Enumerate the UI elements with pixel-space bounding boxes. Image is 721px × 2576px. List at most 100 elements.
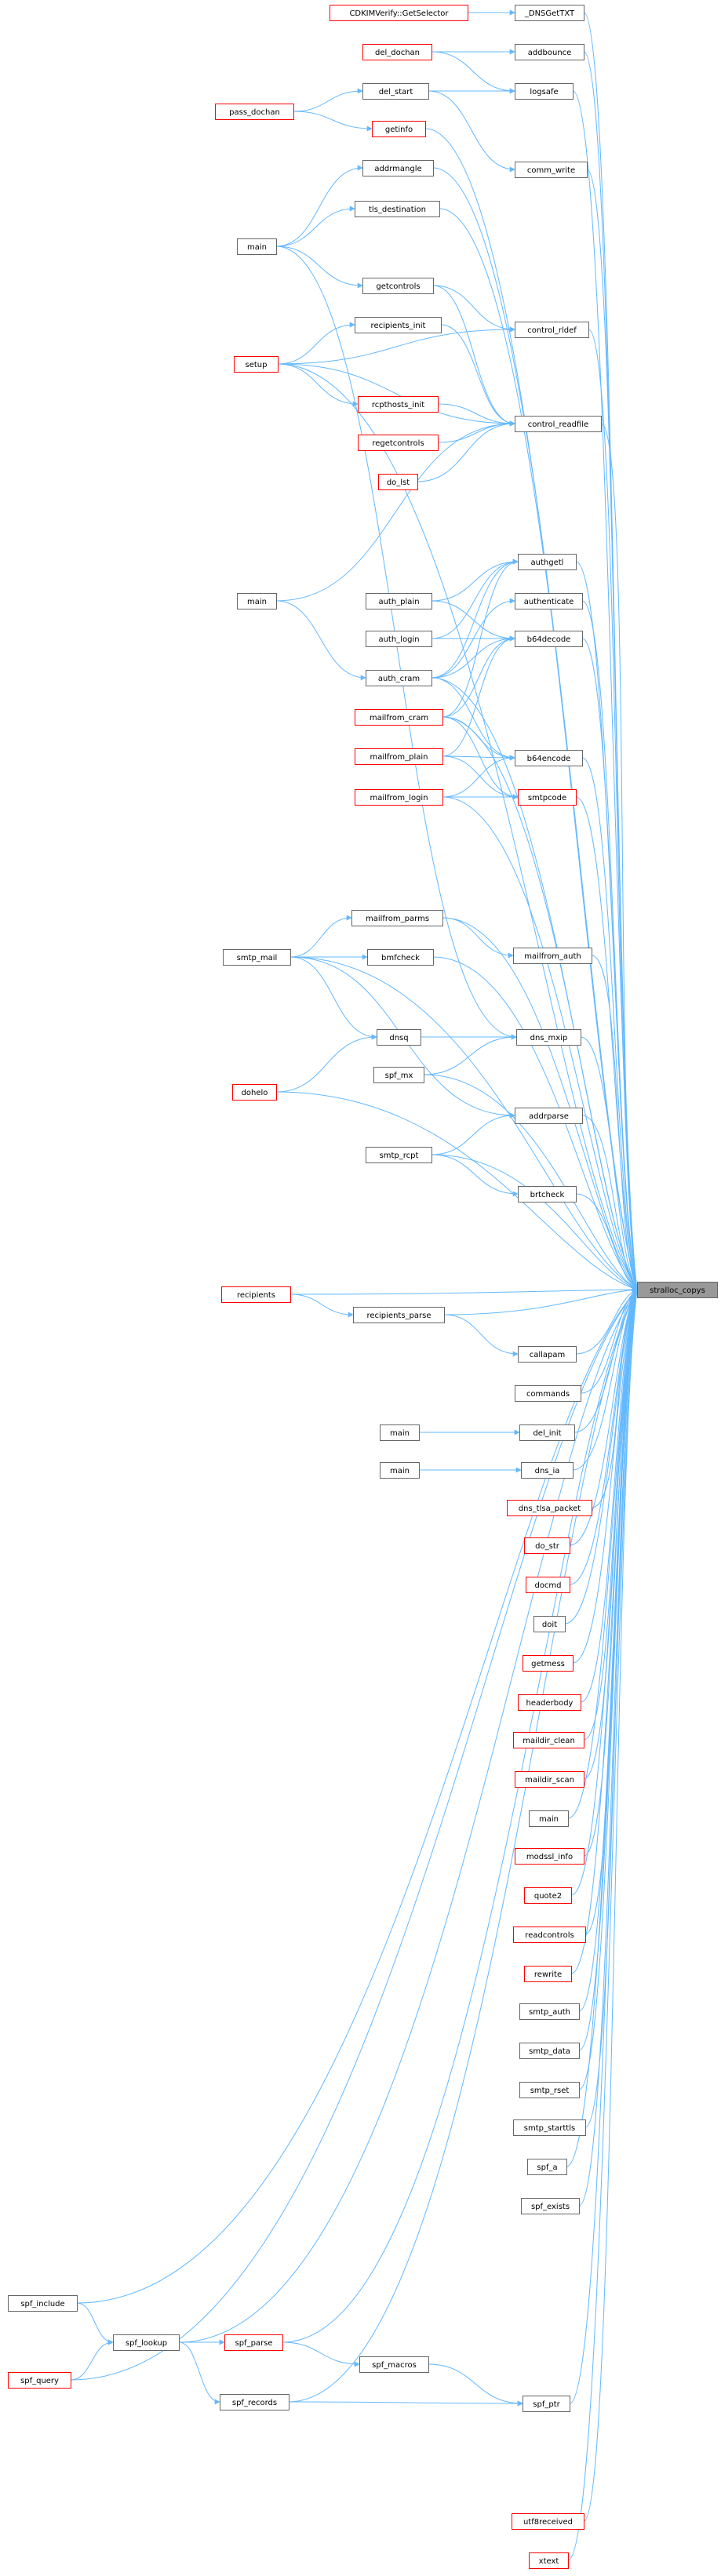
node-box: [353, 1307, 445, 1323]
node-spf-include[interactable]: spf_include: [8, 2295, 78, 2312]
node-mailfrom-parms[interactable]: mailfrom_parms: [351, 910, 443, 926]
node-main-b[interactable]: main: [237, 593, 277, 609]
edge-spf_exists-to-target: [578, 1289, 639, 2207]
node-pass-dochan[interactable]: pass_dochan: [215, 104, 294, 120]
node-label: rewrite: [534, 1970, 562, 1979]
node-regetcontrols[interactable]: regetcontrols: [358, 435, 439, 451]
node-doit[interactable]: doit: [533, 1616, 566, 1632]
node-smtp-auth[interactable]: smtp_auth: [519, 2003, 580, 2020]
node-spf-query[interactable]: spf_query: [8, 2372, 71, 2389]
node-del-dochan[interactable]: del_dochan: [362, 44, 432, 60]
node-maildir-clean[interactable]: maildir_clean: [513, 1732, 584, 1748]
node-smtp-rset[interactable]: smtp_rset: [519, 2082, 580, 2098]
node-xtext[interactable]: xtext: [529, 2552, 569, 2569]
node-auth-cram[interactable]: auth_cram: [366, 670, 432, 686]
node-mailfrom-auth[interactable]: mailfrom_auth: [513, 948, 592, 964]
node-label: del_start: [379, 88, 413, 96]
node-authenticate[interactable]: authenticate: [515, 593, 583, 609]
node-main-a[interactable]: main: [237, 238, 277, 255]
node-mailfrom-login[interactable]: mailfrom_login: [355, 789, 443, 806]
node-smtp-rcpt[interactable]: smtp_rcpt: [366, 1147, 432, 1163]
node-logsafe[interactable]: logsafe: [515, 83, 574, 100]
edge-do_str-to-target: [569, 1289, 638, 1546]
node-control-readfile[interactable]: control_readfile: [515, 416, 602, 432]
node-b64encode[interactable]: b64encode: [515, 750, 583, 766]
node-do-str[interactable]: do_str: [524, 1537, 570, 1554]
node-addrmangle[interactable]: addrmangle: [362, 160, 434, 176]
node-spf-exists[interactable]: spf_exists: [521, 2198, 580, 2214]
node-label: modssl_info: [526, 1853, 573, 1861]
node-spf-records[interactable]: spf_records: [220, 2394, 289, 2410]
node-rewrite[interactable]: rewrite: [524, 1966, 572, 1982]
node-setup[interactable]: setup: [234, 356, 279, 373]
node-mailfrom-cram[interactable]: mailfrom_cram: [355, 709, 443, 726]
node-brtcheck[interactable]: brtcheck: [518, 1186, 577, 1202]
node-docmd[interactable]: docmd: [526, 1577, 570, 1593]
edge-auth_cram-to-b64decode: [431, 635, 515, 679]
node-addbounce[interactable]: addbounce: [515, 44, 584, 60]
node-comm-write[interactable]: comm_write: [515, 162, 588, 178]
node-auth-plain[interactable]: auth_plain: [366, 593, 432, 609]
node-smtp-starttls[interactable]: smtp_starttls: [513, 2119, 586, 2136]
node-utf8received[interactable]: utf8received: [512, 2513, 584, 2530]
node-do-lst[interactable]: do_lst: [378, 474, 418, 490]
node-dns-ia[interactable]: dns_ia: [521, 1462, 574, 1479]
node-smtp-data[interactable]: smtp_data: [519, 2043, 580, 2059]
node-box: [355, 317, 442, 333]
node-smtp-mail[interactable]: smtp_mail: [223, 949, 291, 966]
node-modssl-info[interactable]: modssl_info: [515, 1848, 584, 1865]
edge-b64decode-to-target: [581, 638, 639, 1290]
node-cdkimgetselector[interactable]: CDKIMVerify::GetSelector: [330, 5, 468, 21]
node-box: [521, 1462, 574, 1479]
node-dnsgettxt[interactable]: _DNSGetTXT: [515, 5, 584, 21]
node-tls-destination[interactable]: tls_destination: [355, 201, 440, 217]
node-dnsq[interactable]: dnsq: [377, 1029, 421, 1046]
node-getinfo[interactable]: getinfo: [372, 121, 426, 137]
node-authgetl[interactable]: authgetl: [518, 554, 577, 570]
node-del-init[interactable]: del_init: [519, 1424, 575, 1441]
node-box: [113, 2334, 180, 2351]
node-auth-login[interactable]: auth_login: [366, 631, 432, 647]
node-spf-macros[interactable]: spf_macros: [359, 2356, 429, 2373]
edge-spf_records-to-spf_ptr: [288, 2400, 523, 2407]
edge-mailfrom_cram-to-b64decode: [442, 635, 515, 718]
node-readcontrols[interactable]: readcontrols: [513, 1927, 586, 1943]
edge-recipients-to-target: [289, 1286, 638, 1295]
node-main-d[interactable]: main: [380, 1462, 420, 1479]
node-recipients-parse[interactable]: recipients_parse: [353, 1307, 445, 1323]
node-box: [224, 2334, 283, 2351]
node-main-e[interactable]: main: [529, 1810, 569, 1827]
node-recipients[interactable]: recipients: [221, 1286, 291, 1303]
node-target[interactable]: stralloc_copys: [637, 1282, 718, 1298]
node-box: [524, 1966, 572, 1982]
edge-headerbody-to-target: [580, 1289, 639, 1703]
node-commands[interactable]: commands: [515, 1385, 581, 1402]
node-headerbody[interactable]: headerbody: [518, 1694, 581, 1711]
node-rcpthosts-init[interactable]: rcpthosts_init: [358, 396, 439, 413]
node-mailfrom-plain[interactable]: mailfrom_plain: [355, 748, 443, 765]
edge-spf_lookup-to-spf_records: [178, 2341, 220, 2405]
node-recipients-init[interactable]: recipients_init: [355, 317, 442, 333]
node-addrparse[interactable]: addrparse: [515, 1108, 583, 1124]
node-main-c[interactable]: main: [380, 1424, 420, 1441]
node-b64decode[interactable]: b64decode: [515, 631, 583, 647]
node-control-rldef[interactable]: control_rldef: [515, 322, 589, 338]
node-spf-mx[interactable]: spf_mx: [373, 1067, 424, 1083]
node-spf-parse[interactable]: spf_parse: [224, 2334, 283, 2351]
node-spf-lookup[interactable]: spf_lookup: [113, 2334, 180, 2351]
node-getmess[interactable]: getmess: [523, 1655, 574, 1672]
node-dohelo[interactable]: dohelo: [232, 1084, 277, 1101]
node-bmfcheck[interactable]: bmfcheck: [367, 949, 434, 966]
node-quote2[interactable]: quote2: [524, 1887, 572, 1904]
node-dns-tlsa-packet[interactable]: dns_tlsa_packet: [507, 1500, 592, 1516]
node-spf-a[interactable]: spf_a: [527, 2159, 567, 2175]
node-dns-mxip[interactable]: dns_mxip: [516, 1029, 581, 1046]
node-smtpcode[interactable]: smtpcode: [518, 789, 577, 806]
node-maildir-scan[interactable]: maildir_scan: [515, 1771, 584, 1788]
node-del-start[interactable]: del_start: [362, 83, 429, 100]
node-spf-ptr[interactable]: spf_ptr: [523, 2396, 570, 2412]
node-label: dns_tlsa_packet: [519, 1504, 581, 1513]
node-callapam[interactable]: callapam: [518, 1346, 577, 1363]
node-label: spf_query: [20, 2377, 59, 2385]
node-getcontrols[interactable]: getcontrols: [362, 278, 434, 294]
